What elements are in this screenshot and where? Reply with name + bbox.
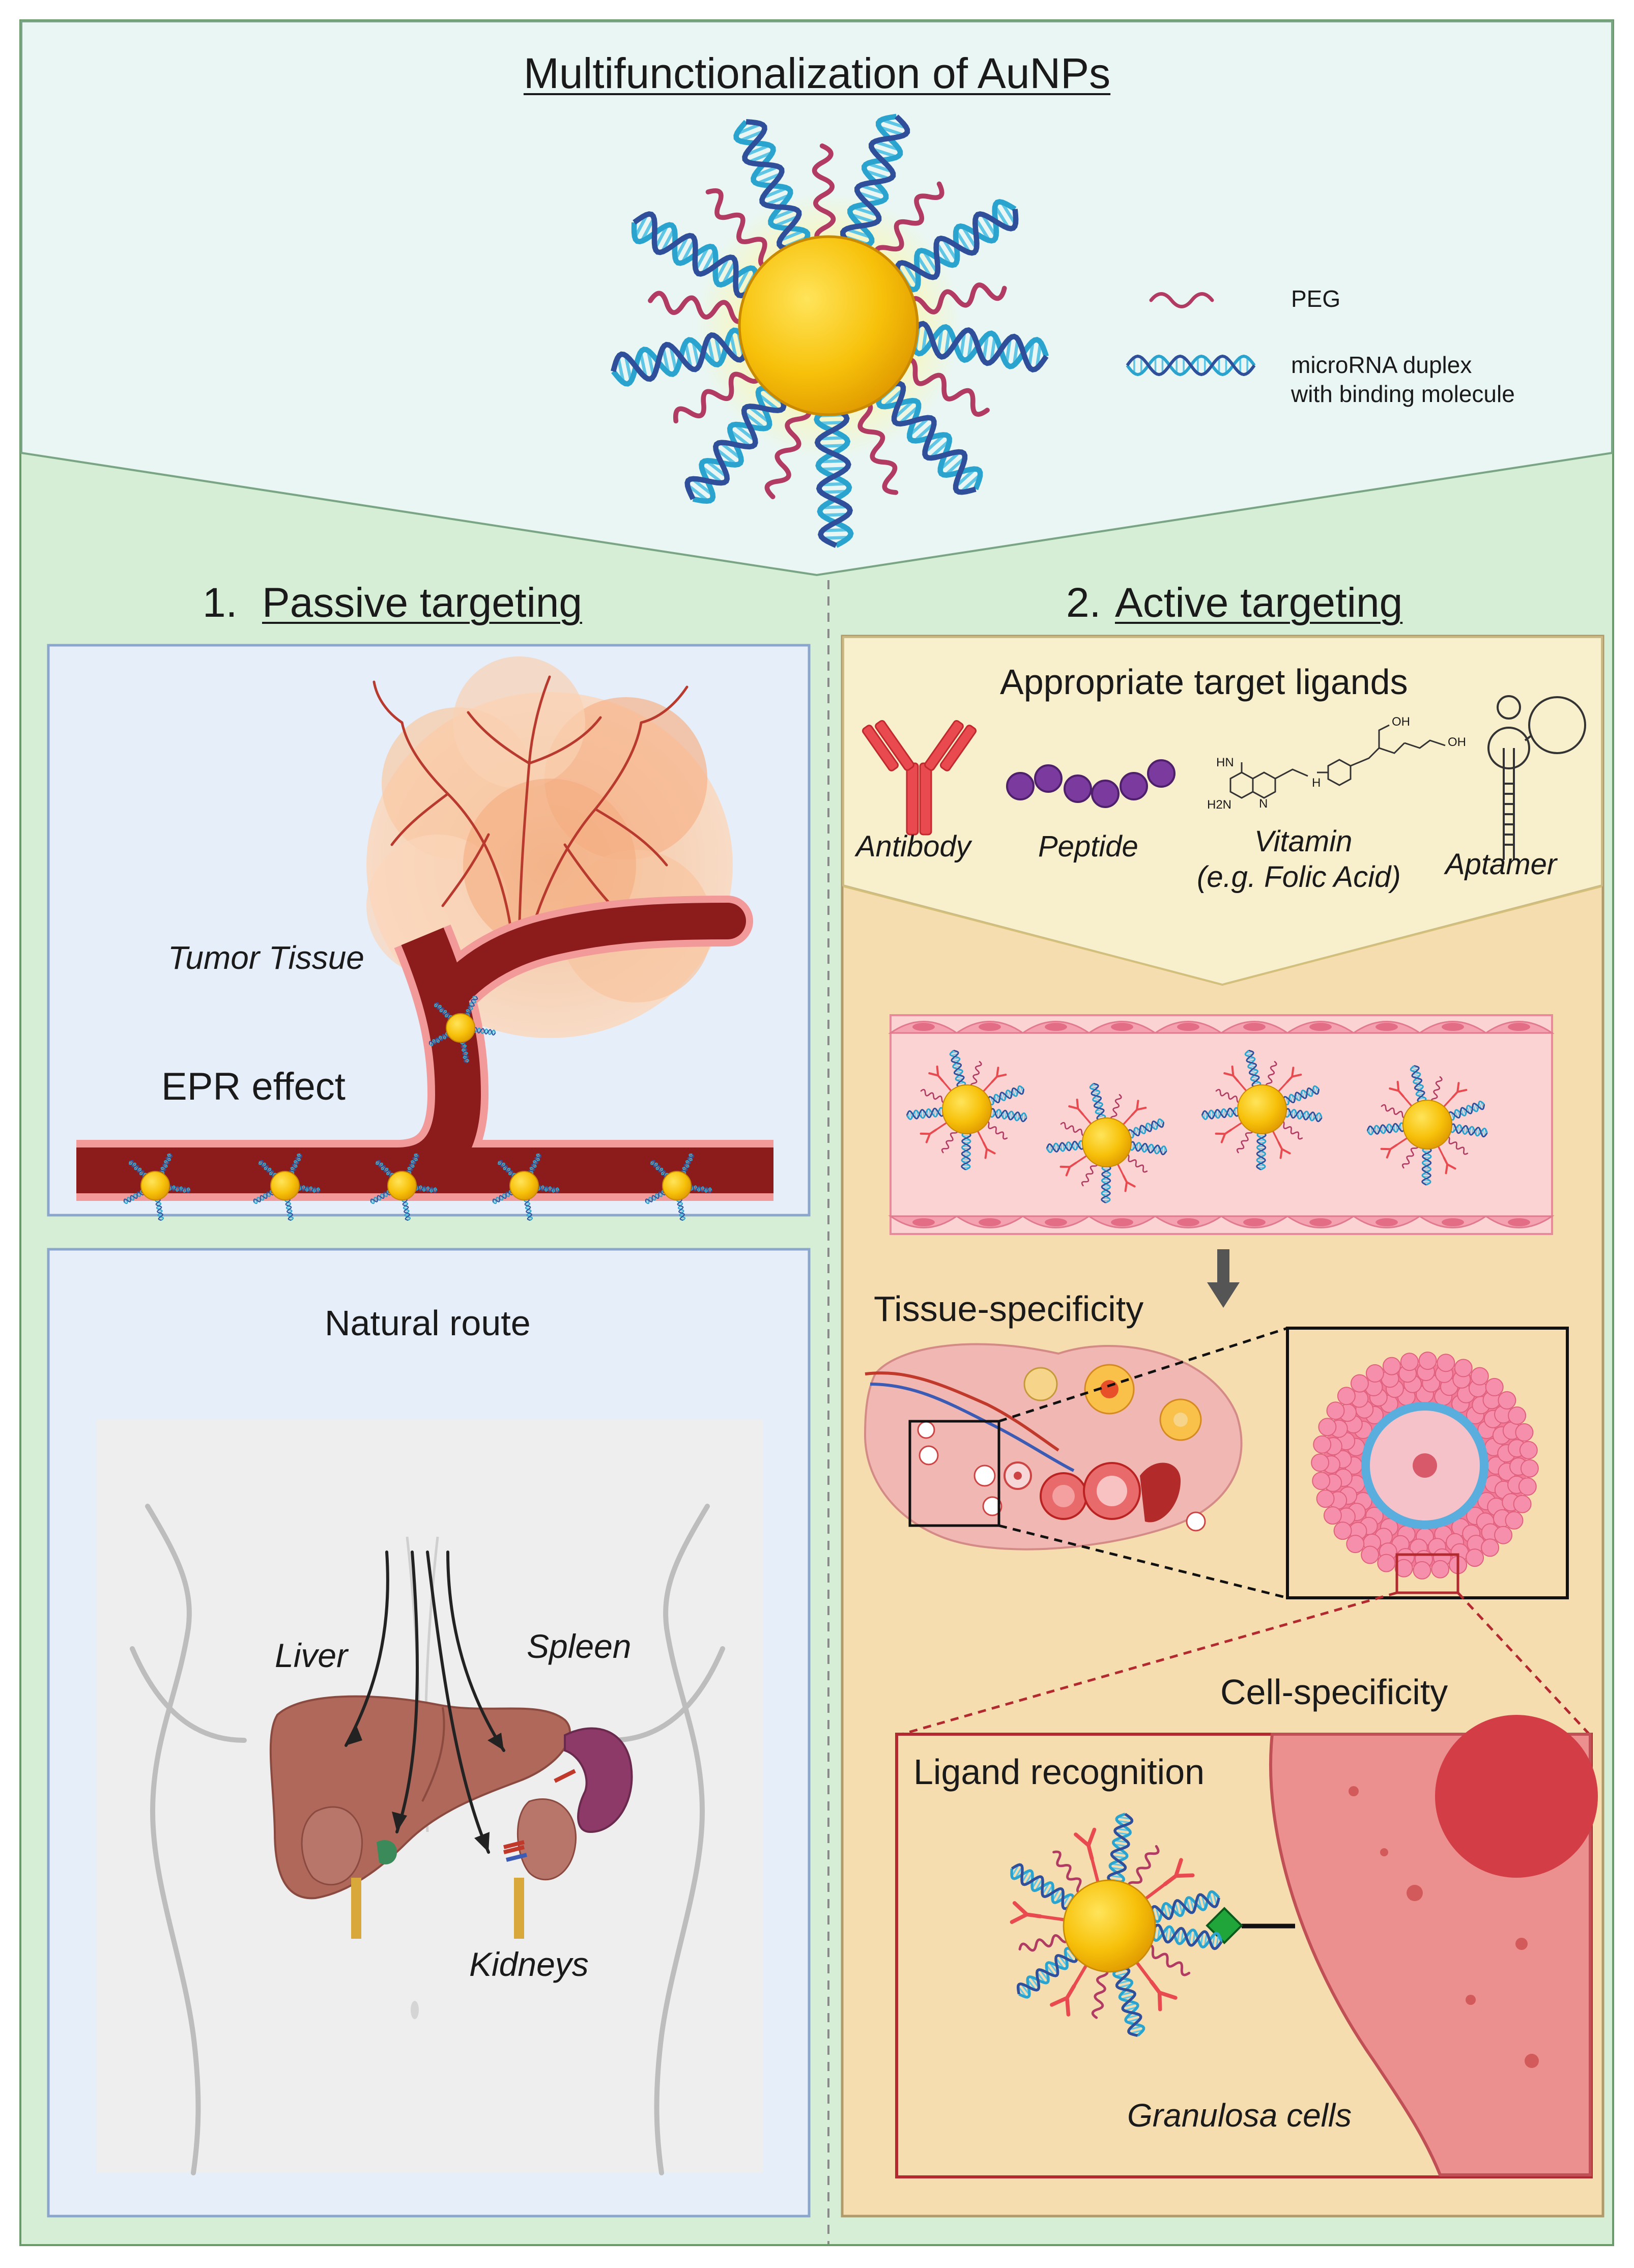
kidney-left	[302, 1807, 362, 1885]
active-number: 2.	[1066, 579, 1101, 627]
ovary-illustration	[865, 1344, 1242, 1549]
peptide-label: Peptide	[1038, 829, 1138, 864]
vitamin-label-1: Vitamin	[1254, 824, 1352, 858]
passive-title: Passive targeting	[262, 579, 582, 627]
spleen-label: Spleen	[527, 1627, 632, 1666]
h2n-label: H2N	[1207, 798, 1231, 812]
antibody-label: Antibody	[856, 829, 971, 864]
duplex-legend-label-2: with binding molecule	[1291, 380, 1515, 408]
liver-label: Liver	[275, 1636, 348, 1675]
cell-specificity-label: Cell-specificity	[1220, 1672, 1448, 1712]
granulosa-cells-label: Granulosa cells	[1127, 2097, 1352, 2134]
nh-label: H	[1312, 776, 1321, 790]
peg-legend-label: PEG	[1291, 285, 1340, 312]
aptamer-label: Aptamer	[1445, 847, 1557, 881]
passive-number: 1.	[203, 579, 237, 627]
active-title: Active targeting	[1115, 579, 1402, 627]
hn-label: HN	[1216, 756, 1234, 770]
page-title: Multifunctionalization of AuNPs	[0, 49, 1634, 98]
tissue-specificity-label: Tissue-specificity	[874, 1288, 1143, 1329]
vitamin-label-2: (e.g. Folic Acid)	[1197, 860, 1401, 894]
tumor-tissue-label: Tumor Tissue	[168, 939, 364, 977]
natural-route-title: Natural route	[325, 1303, 531, 1343]
ligand-recognition-label: Ligand recognition	[913, 1752, 1205, 1792]
kidneys-label: Kidneys	[469, 1945, 589, 1984]
n-label: N	[1259, 797, 1268, 811]
oh-label-2: OH	[1448, 735, 1466, 750]
epr-effect-label: EPR effect	[161, 1065, 346, 1109]
duplex-legend-label-1: microRNA duplex	[1291, 351, 1472, 379]
oh-label-1: OH	[1392, 715, 1410, 729]
ligands-title: Appropriate target ligands	[1000, 662, 1408, 702]
kidney-right	[518, 1799, 576, 1880]
